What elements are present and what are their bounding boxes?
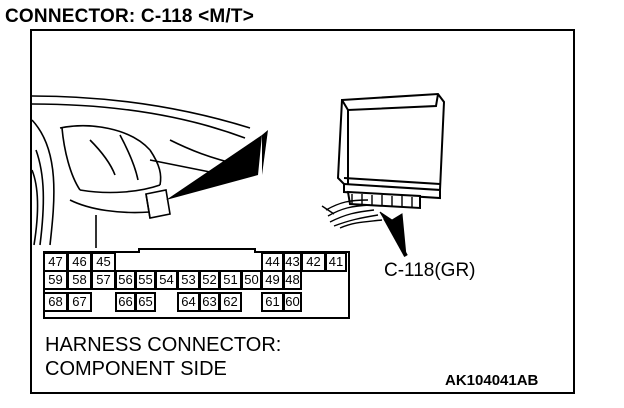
dashboard-sketch xyxy=(31,95,251,248)
connector-pin-63: 63 xyxy=(199,292,220,312)
connector-pin-65: 65 xyxy=(135,292,156,312)
connector-pin-57: 57 xyxy=(91,270,116,290)
pointer-wedge xyxy=(166,135,262,200)
connector-pin-48: 48 xyxy=(283,270,302,290)
ecu-module xyxy=(336,92,446,210)
connector-pin-55: 55 xyxy=(135,270,156,290)
connector-pin-67: 67 xyxy=(67,292,92,312)
connector-callout-label: C-118(GR) xyxy=(384,260,476,281)
connector-pin-54: 54 xyxy=(155,270,178,290)
connector-pin-50: 50 xyxy=(241,270,262,290)
connector-pin-44: 44 xyxy=(261,252,284,272)
wire-harness xyxy=(321,199,383,229)
connector-pin-60: 60 xyxy=(283,292,302,312)
connector-pin-46: 46 xyxy=(67,252,92,272)
caption-line-1: HARNESS CONNECTOR: xyxy=(45,334,282,356)
ecu-connector-pins xyxy=(351,194,413,208)
figure-code: AK104041AB xyxy=(445,372,539,389)
connector-pin-43: 43 xyxy=(283,252,302,272)
connector-pin-61: 61 xyxy=(261,292,284,312)
diagram-title: CONNECTOR: C-118 <M/T> xyxy=(5,6,254,27)
connector-pin-51: 51 xyxy=(219,270,242,290)
caption-line-2: COMPONENT SIDE xyxy=(45,358,227,380)
connector-pin-58: 58 xyxy=(67,270,92,290)
connector-pin-68: 68 xyxy=(43,292,68,312)
connector-pin-56: 56 xyxy=(115,270,136,290)
connector-pin-42: 42 xyxy=(301,252,326,272)
connector-pin-45: 45 xyxy=(91,252,116,272)
ecu-location-marker xyxy=(145,189,171,219)
connector-pin-64: 64 xyxy=(177,292,200,312)
harness-caption: HARNESS CONNECTOR: COMPONENT SIDE xyxy=(45,333,281,381)
connector-pin-62: 62 xyxy=(219,292,242,312)
connector-pin-52: 52 xyxy=(199,270,220,290)
connector-pin-59: 59 xyxy=(43,270,68,290)
connector-pin-66: 66 xyxy=(115,292,136,312)
connector-pin-49: 49 xyxy=(261,270,284,290)
connector-pin-53: 53 xyxy=(177,270,200,290)
diagram-frame xyxy=(30,29,575,394)
connector-pin-47: 47 xyxy=(43,252,68,272)
connector-pin-41: 41 xyxy=(325,252,347,272)
